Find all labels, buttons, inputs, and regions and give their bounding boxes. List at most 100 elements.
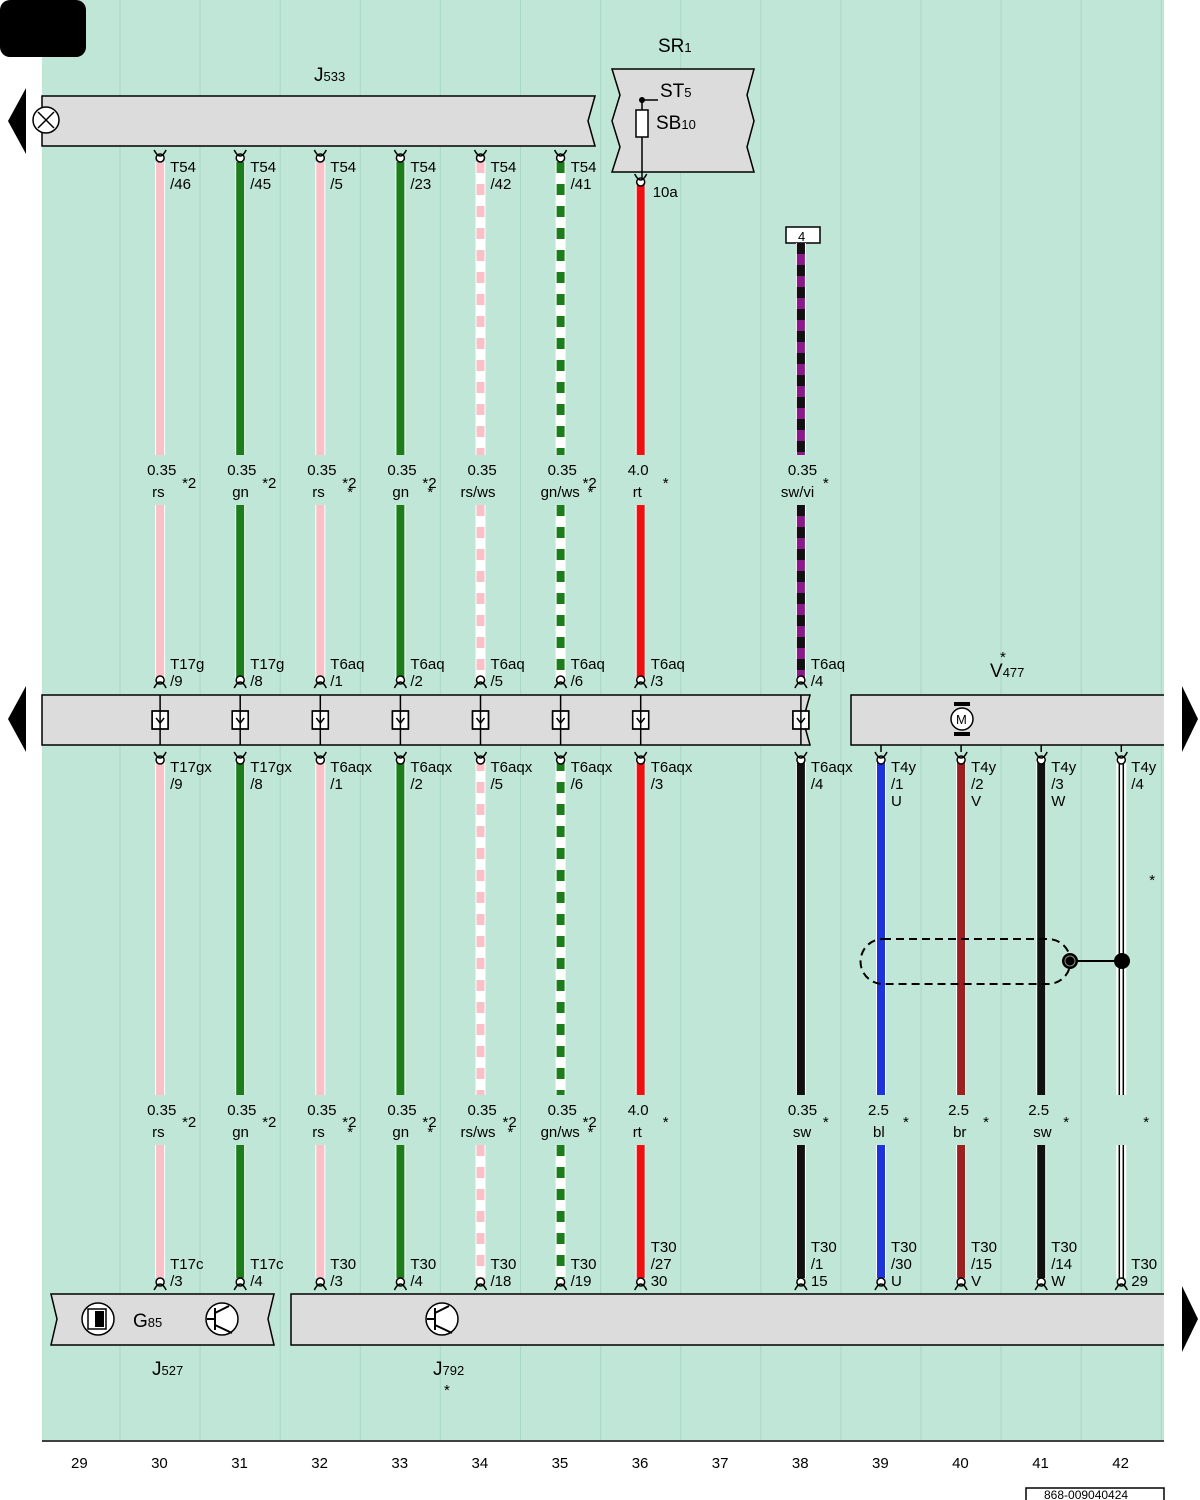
module-j527: G85 J527 bbox=[50, 1293, 275, 1380]
pin-label: W bbox=[1051, 1273, 1066, 1290]
wire-size: 0.35 bbox=[227, 1102, 256, 1119]
pin-label: /1 bbox=[891, 776, 904, 793]
pin-label: /2 bbox=[410, 673, 423, 690]
wire-size: 2.5 bbox=[948, 1102, 969, 1119]
pin-label: T30 bbox=[330, 1256, 356, 1273]
pin-label: /9 bbox=[170, 673, 183, 690]
wire-size: 0.35 bbox=[227, 462, 256, 479]
pin-label: T30 bbox=[891, 1239, 917, 1256]
pin-label: /1 bbox=[811, 1256, 824, 1273]
module-v477: V477 * M bbox=[850, 649, 1164, 746]
pin-label: /19 bbox=[571, 1273, 592, 1290]
note-mark: * bbox=[444, 1382, 450, 1399]
pin-label: /8 bbox=[250, 673, 263, 690]
wire-note: * bbox=[823, 1114, 829, 1131]
pin-label: T30 bbox=[491, 1256, 517, 1273]
pin-label: /18 bbox=[491, 1273, 512, 1290]
pin-label: V bbox=[971, 793, 981, 810]
label-g85: G85 bbox=[133, 1311, 162, 1332]
wire-note: *2 bbox=[182, 475, 196, 492]
pin-label: T4y bbox=[971, 759, 997, 776]
wire-note: * bbox=[508, 1124, 514, 1141]
module-j792: J792 * bbox=[290, 1293, 1164, 1399]
wire-col-39: T4y/1U2.5bl*T30/30U bbox=[868, 745, 917, 1291]
wire-size: 0.35 bbox=[387, 1102, 416, 1119]
pin-label: /1 bbox=[330, 673, 343, 690]
pin-label: /3 bbox=[651, 673, 664, 690]
wire-note: *2 bbox=[342, 475, 356, 492]
wire-color-code: gn/ws bbox=[541, 1124, 580, 1141]
pin-label: T17gx bbox=[250, 759, 292, 776]
pin-label: T17g bbox=[170, 656, 204, 673]
pin-label: /45 bbox=[250, 176, 271, 193]
cable-shield bbox=[859, 938, 1072, 985]
column-number: 29 bbox=[71, 1455, 88, 1472]
wire-size: 0.35 bbox=[548, 1102, 577, 1119]
pin-label: /46 bbox=[170, 176, 191, 193]
pin-label: T6aq bbox=[571, 656, 605, 673]
pin-label: T6aqx bbox=[571, 759, 613, 776]
wire-color-code: gn bbox=[392, 1124, 409, 1141]
pin-label: T6aq bbox=[330, 656, 364, 673]
pin-label: T6aq bbox=[410, 656, 444, 673]
column-number: 39 bbox=[872, 1455, 889, 1472]
left-arrow-icon[interactable] bbox=[8, 88, 26, 154]
pin-label: T6aqx bbox=[651, 759, 693, 776]
pin-label: T6aqx bbox=[811, 759, 853, 776]
wire-color-code: rs/ws bbox=[461, 1124, 496, 1141]
column-number: 42 bbox=[1112, 1455, 1129, 1472]
pin-label: T30 bbox=[410, 1256, 436, 1273]
pin-label: T6aqx bbox=[330, 759, 372, 776]
column-number: 40 bbox=[952, 1455, 969, 1472]
wire-note: * bbox=[427, 484, 433, 501]
wire-color-code: rs bbox=[152, 1124, 165, 1141]
wire-note: * bbox=[1143, 1114, 1149, 1131]
wire-col-31: T54/450.35gn*2T17g/8T17gx/80.35gn*2T17c/… bbox=[227, 149, 292, 1291]
wire-color-code: gn bbox=[232, 1124, 249, 1141]
right-arrow-icon[interactable] bbox=[1182, 686, 1198, 752]
wire-note: *2 bbox=[262, 1114, 276, 1131]
motor-icon bbox=[950, 707, 974, 731]
label-st5: ST5 bbox=[660, 81, 692, 102]
pin-label: U bbox=[891, 1273, 902, 1290]
wire-size: 0.35 bbox=[387, 462, 416, 479]
right-arrow-icon[interactable] bbox=[1182, 1286, 1198, 1352]
wire-size: 0.35 bbox=[788, 1102, 817, 1119]
pin-label: T30 bbox=[571, 1256, 597, 1273]
junction-dot bbox=[1114, 953, 1130, 969]
column-number: 32 bbox=[311, 1455, 328, 1472]
pin-label: T4y bbox=[891, 759, 917, 776]
pin-label: T54 bbox=[410, 159, 436, 176]
pin-label: /41 bbox=[571, 176, 592, 193]
pin-label: T30 bbox=[971, 1239, 997, 1256]
wire-color-code: gn bbox=[232, 484, 249, 501]
pin-label: T6aq bbox=[651, 656, 685, 673]
pin-label: 10a bbox=[653, 184, 679, 201]
pin-label: T30 bbox=[811, 1239, 837, 1256]
pin-label: /9 bbox=[170, 776, 183, 793]
wire-col-34: T54/420.35rs/wsT6aq/5T6aqx/50.35rs/ws*2*… bbox=[461, 149, 533, 1291]
pin-label: T17c bbox=[170, 1256, 204, 1273]
shield-junction bbox=[1062, 953, 1078, 969]
wire-color-code: gn/ws bbox=[541, 484, 580, 501]
module-sr1: SR1 ST5 SB10 bbox=[610, 36, 755, 178]
label-v477: V477 bbox=[990, 661, 1024, 682]
left-arrow-icon[interactable] bbox=[8, 686, 26, 752]
wire-size: 0.35 bbox=[788, 462, 817, 479]
wire-size: 0.35 bbox=[548, 462, 577, 479]
pin-label: /14 bbox=[1051, 1256, 1072, 1273]
column-number: 35 bbox=[552, 1455, 569, 1472]
wire-size: 0.35 bbox=[468, 462, 497, 479]
pin-label: /3 bbox=[1051, 776, 1064, 793]
pin-label: T54 bbox=[491, 159, 517, 176]
connector-strip bbox=[41, 694, 811, 746]
column-number: 30 bbox=[151, 1455, 168, 1472]
wire-note: * bbox=[588, 1124, 594, 1141]
wire-color-code: rs/ws bbox=[461, 484, 496, 501]
column-number: 38 bbox=[792, 1455, 809, 1472]
pin-label: T6aqx bbox=[410, 759, 452, 776]
pin-label: T17gx bbox=[170, 759, 212, 776]
wire-note: * bbox=[823, 475, 829, 492]
label-j533: J533 bbox=[314, 65, 345, 86]
